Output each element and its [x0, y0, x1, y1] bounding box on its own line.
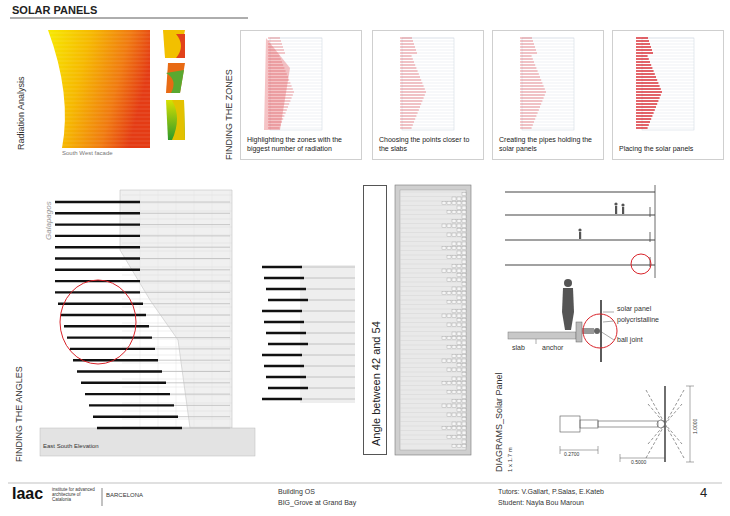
section-title: FINDING THE ZONES	[224, 69, 234, 160]
footer-text: Building OS	[278, 488, 315, 496]
section-title: Radiation Analysis	[16, 76, 26, 150]
section-title: FINDING THE ANGLES	[14, 366, 24, 462]
step-caption: Choosing the points closer to the slabs	[379, 136, 477, 153]
elevation-caption: East South Elevation	[43, 443, 99, 450]
step-caption: Creating the pipes holding the solar pan…	[499, 136, 597, 153]
part-label: ball joint	[617, 336, 643, 344]
part-label: solar panel	[617, 305, 651, 313]
part-label: anchor	[542, 344, 563, 352]
footer-text: Student: Nayla Bou Maroun	[498, 499, 584, 507]
panel-size: 1 x 1.7 m	[507, 447, 514, 472]
footer-text: Tutors: V.Gallart, P.Salas, E.Kateb	[498, 488, 604, 496]
part-label: slab	[512, 344, 525, 352]
angle-box: Angle between 42 and 54	[363, 185, 387, 455]
step-caption: Highlighting the zones with the biggest …	[247, 136, 355, 153]
logo-mark: Iaac	[12, 485, 43, 503]
dimension: 1.0000	[693, 419, 699, 434]
step-panel: Highlighting the zones with the biggest …	[240, 30, 362, 160]
step-panel: Choosing the points closer to the slabs	[372, 30, 484, 160]
logo-text: institute for advanced architecture of C…	[52, 488, 98, 503]
step-panel: Placing the solar panels	[612, 30, 724, 160]
dimension: 0.5000	[631, 460, 646, 466]
facade-caption: South West facade	[62, 150, 113, 157]
step-panel: Creating the pipes holding the solar pan…	[492, 30, 604, 160]
angle-note: Angle between 42 and 54	[369, 321, 383, 446]
board-title: SOLAR PANELS	[12, 4, 97, 16]
page-number: 4	[700, 486, 707, 501]
section-title: DIAGRAMS_Solar Panel	[494, 372, 504, 472]
software-label: Galapagos	[44, 201, 53, 240]
footer-text: BIG_Grove at Grand Bay	[278, 499, 356, 507]
dimension: 0.2700	[564, 452, 579, 458]
part-label: polycristalline	[617, 316, 659, 324]
logo-city: BARCELONA	[106, 492, 143, 499]
step-caption: Placing the solar panels	[619, 145, 717, 153]
